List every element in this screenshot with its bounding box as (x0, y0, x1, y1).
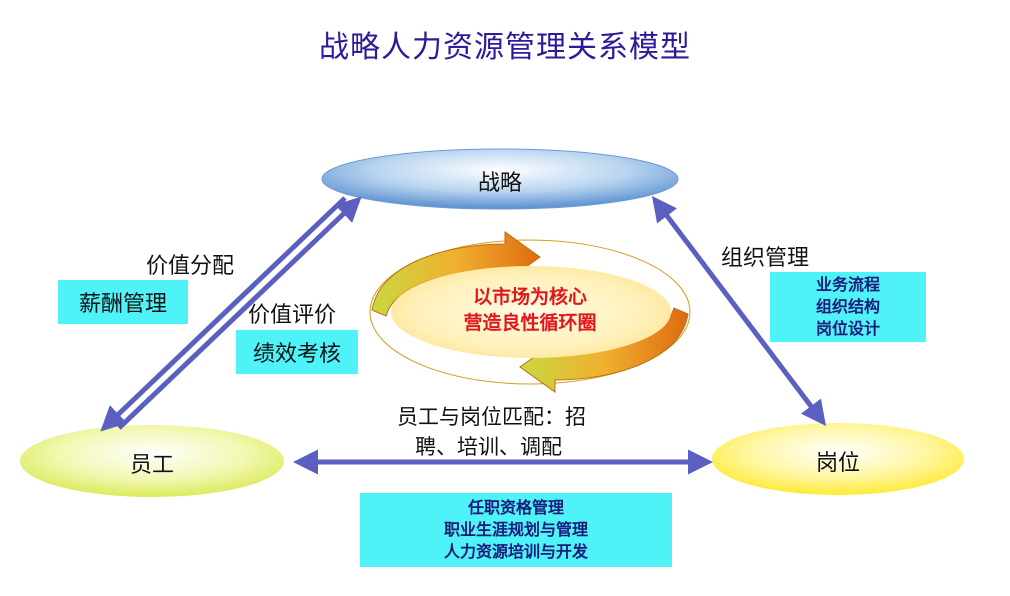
org-management-label: 组织管理 (721, 246, 810, 271)
career-item: 人力资源培训与开发 (443, 542, 588, 561)
compensation-text: 薪酬管理 (78, 292, 167, 317)
career-item: 任职资格管理 (467, 498, 564, 517)
org-item: 业务流程 (815, 275, 880, 294)
org-item: 组织结构 (815, 297, 880, 316)
strategy-label: 战略 (477, 171, 522, 196)
value-evaluation-label: 价值评价 (248, 303, 337, 328)
performance-text: 绩效考核 (252, 342, 341, 367)
cycle-line-2: 营造良性循环圈 (463, 312, 597, 334)
value-distribution-label: 价值分配 (146, 254, 235, 279)
strategy-node (321, 148, 679, 210)
arrow-strategy-position (651, 196, 827, 426)
page-title: 战略人力资源管理关系模型 (319, 30, 691, 65)
position-label: 岗位 (815, 451, 860, 476)
career-management-box: 任职资格管理 职业生涯规划与管理 人力资源培训与开发 (360, 493, 672, 567)
cycle-line-1: 以市场为核心 (472, 286, 587, 308)
match-line-2: 聘、培训、调配 (415, 435, 562, 459)
match-label: 员工与岗位匹配：招 聘、培训、调配 (397, 402, 586, 462)
arrow-employee-to-strategy (117, 196, 362, 430)
org-management-box: 业务流程 组织结构 岗位设计 (770, 272, 926, 342)
org-item: 岗位设计 (815, 319, 880, 338)
performance-box: 绩效考核 (236, 330, 358, 374)
position-node (712, 423, 964, 495)
employee-node (20, 425, 284, 497)
cycle-center (391, 266, 671, 358)
cycle-text: 以市场为核心 营造良性循环圈 (430, 284, 630, 336)
match-line-1: 员工与岗位匹配：招 (397, 405, 586, 429)
compensation-box: 薪酬管理 (58, 280, 188, 324)
arrow-strategy-to-employee (100, 196, 347, 432)
employee-label: 员工 (129, 453, 174, 478)
cycle-ring (369, 231, 691, 393)
career-item: 职业生涯规划与管理 (443, 520, 588, 539)
